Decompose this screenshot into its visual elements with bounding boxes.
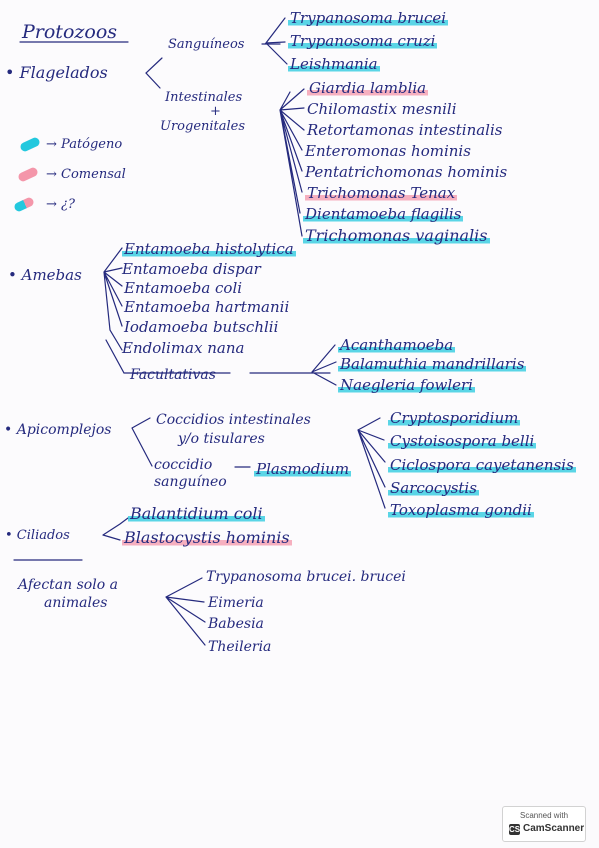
species-theileria: Theileria: [208, 639, 272, 655]
species-sarcocystis: Sarcocystis: [388, 479, 479, 497]
intestinales-label: Intestinales: [165, 90, 243, 105]
species-giardia: Giardia lamblia: [307, 79, 429, 97]
species-trypanosoma-cruzi: Trypanosoma cruzi: [288, 32, 438, 50]
species-acanthamoeba: Acanthamoeba: [338, 336, 456, 354]
species-trichomonas-tenax: Trichomonas Tenax: [305, 184, 458, 202]
amebas-heading: • Amebas: [8, 266, 82, 284]
intestinales-plus: +: [210, 104, 221, 119]
species-entamoeba-hartmanii: Entamoeba hartmanii: [124, 298, 290, 316]
sanguineos-label: Sanguíneos: [168, 37, 245, 52]
species-ciclospora: Ciclospora cayetanensis: [388, 456, 576, 474]
species-entamoeba-histolytica: Entamoeba histolytica: [122, 240, 296, 258]
species-blastocystis: Blastocystis hominis: [122, 528, 292, 547]
species-trypanosoma-brucei-brucei: Trypanosoma brucei. brucei: [206, 569, 406, 585]
species-toxoplasma: Toxoplasma gondii: [388, 501, 534, 519]
camscanner-logo-icon: CS: [509, 824, 521, 835]
ciliados-heading: • Ciliados: [5, 528, 70, 543]
coccidios-label: Coccidios intestinales: [156, 412, 311, 428]
coccidio-sanguineo-label: coccidio: [154, 457, 213, 473]
coccidios-sublabel: y/o tisulares: [178, 431, 265, 447]
camscanner-watermark: Scanned with CS CamScanner: [502, 806, 586, 842]
page-title: Protozoos: [22, 21, 118, 43]
species-dientamoeba: Dientamoeba flagilis: [303, 205, 464, 223]
watermark-brand: CamScanner: [523, 823, 585, 834]
animales-label: Afectan solo a: [18, 577, 118, 593]
species-cystoisospora: Cystoisospora belli: [388, 432, 537, 450]
species-naegleria: Naegleria fowleri: [338, 376, 475, 394]
species-balamuthia: Balamuthia mandrillaris: [338, 355, 527, 373]
coccidio-sanguineo-sublabel: sanguíneo: [154, 474, 227, 490]
species-chilomastix: Chilomastix mesnili: [307, 100, 457, 118]
species-enteromonas: Enteromonas hominis: [305, 142, 471, 160]
flagelados-heading: • Flagelados: [5, 63, 108, 82]
species-retortamonas: Retortamonas intestinalis: [307, 121, 503, 139]
facultativas-label: Facultativas: [130, 367, 216, 383]
notebook-page: [0, 0, 599, 800]
legend-unknown: → ¿?: [46, 197, 75, 212]
species-babesia: Babesia: [208, 616, 264, 632]
species-trichomonas-vaginalis: Trichomonas vaginalis: [303, 226, 490, 245]
species-cryptosporidium: Cryptosporidium: [388, 409, 521, 427]
urogenitales-label: Urogenitales: [160, 119, 246, 134]
species-endolimax: Endolimax nana: [122, 339, 245, 357]
species-eimeria: Eimeria: [208, 595, 264, 611]
species-entamoeba-dispar: Entamoeba dispar: [122, 260, 261, 278]
species-plasmodium: Plasmodium: [254, 460, 352, 478]
legend-patogeno: → Patógeno: [46, 137, 123, 152]
species-trypanosoma-brucei: Trypanosoma brucei: [288, 9, 449, 27]
species-pentatrichomonas: Pentatrichomonas hominis: [305, 163, 508, 181]
species-leishmania: Leishmania: [288, 55, 380, 73]
watermark-caption: Scanned with: [519, 811, 569, 820]
species-iodamoeba: Iodamoeba butschlii: [124, 318, 279, 336]
species-entamoeba-coli: Entamoeba coli: [124, 279, 243, 297]
legend-comensal: → Comensal: [46, 167, 126, 182]
animales-sublabel: animales: [44, 595, 108, 611]
species-balantidium: Balantidium coli: [128, 504, 265, 523]
apicomplejos-heading: • Apicomplejos: [4, 422, 112, 438]
